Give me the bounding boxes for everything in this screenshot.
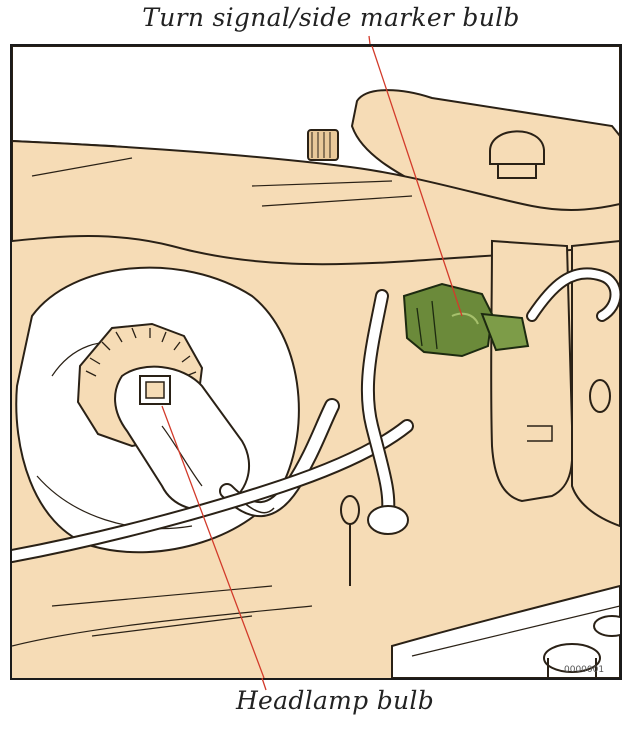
wire-grommet	[368, 506, 408, 534]
turn-signal-connector	[404, 284, 492, 356]
hook	[341, 496, 359, 524]
dome-knob	[490, 131, 544, 164]
reference-code: 0000001	[564, 665, 604, 675]
dome-knob-base	[498, 164, 536, 178]
turn-signal-label: Turn signal/side marker bulb	[18, 3, 626, 32]
illustration-svg: 0000001	[12, 46, 620, 678]
headlamp-label: Headlamp bulb	[22, 686, 626, 715]
engine-bay-illustration: 0000001	[10, 44, 622, 680]
battery-cap-2	[594, 616, 620, 636]
